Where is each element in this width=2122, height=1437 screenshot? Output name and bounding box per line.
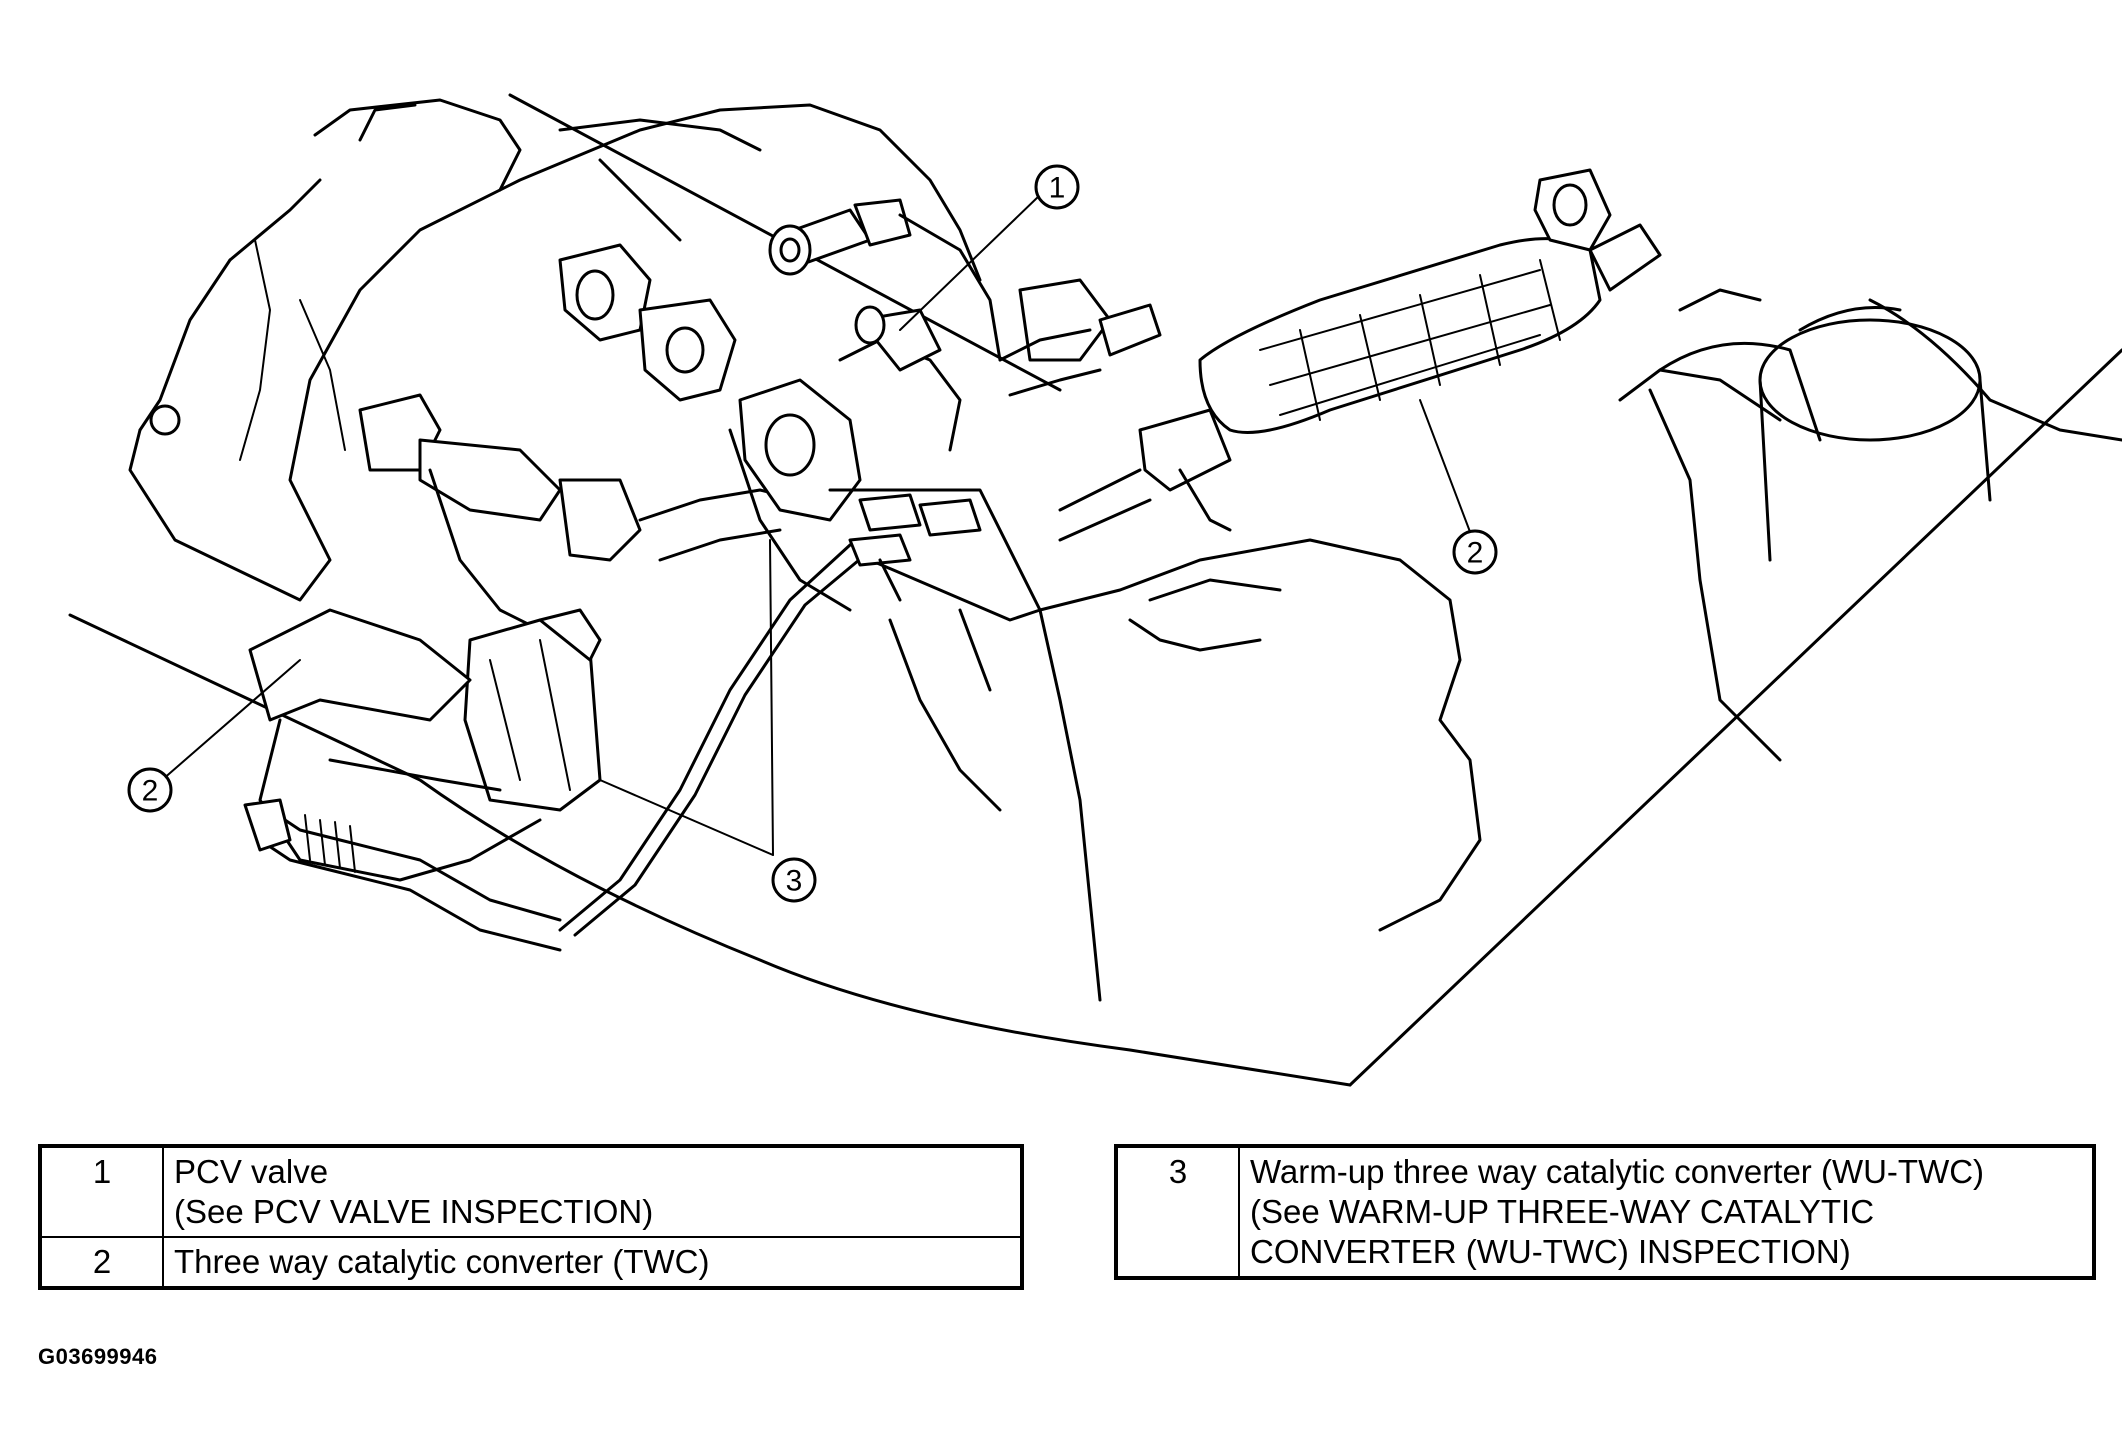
- callout-1: 1: [1034, 164, 1080, 210]
- legend-table-right: 3 Warm-up three way catalytic converter …: [1114, 1144, 2096, 1280]
- callout-1-label: 1: [1049, 172, 1066, 205]
- legend-row: 1 PCV valve (See PCV VALVE INSPECTION): [39, 1145, 1023, 1238]
- figure-code: G03699946: [38, 1344, 158, 1369]
- clamps-bracket: [828, 488, 1042, 622]
- vehicle-body-outline: [68, 93, 2122, 1087]
- legend-row: 3 Warm-up three way catalytic converter …: [1115, 1145, 2095, 1279]
- legend-row: 2 Three way catalytic converter (TWC): [39, 1236, 1023, 1289]
- callout-3: 3: [771, 857, 817, 903]
- leader-lines: [161, 194, 1476, 856]
- callout-2-left: 2: [127, 767, 173, 813]
- legend-description-line: Warm-up three way catalytic converter (W…: [1250, 1153, 1985, 1190]
- callout-2-right-label: 2: [1467, 537, 1484, 570]
- air-cleaner: [1658, 298, 2122, 562]
- legend-number: 2: [39, 1236, 164, 1289]
- legend-table-left: 1 PCV valve (See PCV VALVE INSPECTION) 2…: [38, 1144, 1024, 1290]
- front-pipe: [998, 278, 1162, 397]
- lower-hoses: [243, 543, 867, 952]
- callout-2-left-label: 2: [142, 775, 159, 808]
- legend-description-line: PCV valve: [174, 1153, 329, 1190]
- legend-description: PCV valve (See PCV VALVE INSPECTION): [162, 1145, 1023, 1238]
- legend-number: 3: [1115, 1145, 1240, 1279]
- egr-casting: [728, 305, 962, 612]
- legend-description-line: (See WARM-UP THREE-WAY CATALYTIC: [1250, 1193, 1875, 1230]
- legend-description: Three way catalytic converter (TWC): [162, 1236, 1023, 1289]
- legend-description-line: Three way catalytic converter (TWC): [174, 1243, 710, 1280]
- legend-number: 1: [39, 1145, 164, 1238]
- callout-2-right: 2: [1452, 529, 1498, 575]
- engine-block: [128, 98, 982, 602]
- three-way-catalytic-converter-main: [1058, 168, 1662, 542]
- transmission-housing: [888, 288, 1782, 1002]
- pcv-valve: [768, 198, 1002, 362]
- legend-description-line: (See PCV VALVE INSPECTION): [174, 1193, 654, 1230]
- callout-3-label: 3: [786, 865, 803, 898]
- legend-description: Warm-up three way catalytic converter (W…: [1238, 1145, 2095, 1279]
- exhaust-manifold: [358, 243, 802, 642]
- legend-description-line: CONVERTER (WU-TWC) INSPECTION): [1250, 1233, 1851, 1270]
- exhaust-system-drawing: 1 2 2 3: [68, 93, 2122, 1087]
- warm-up-catalytic-converter: [248, 608, 602, 882]
